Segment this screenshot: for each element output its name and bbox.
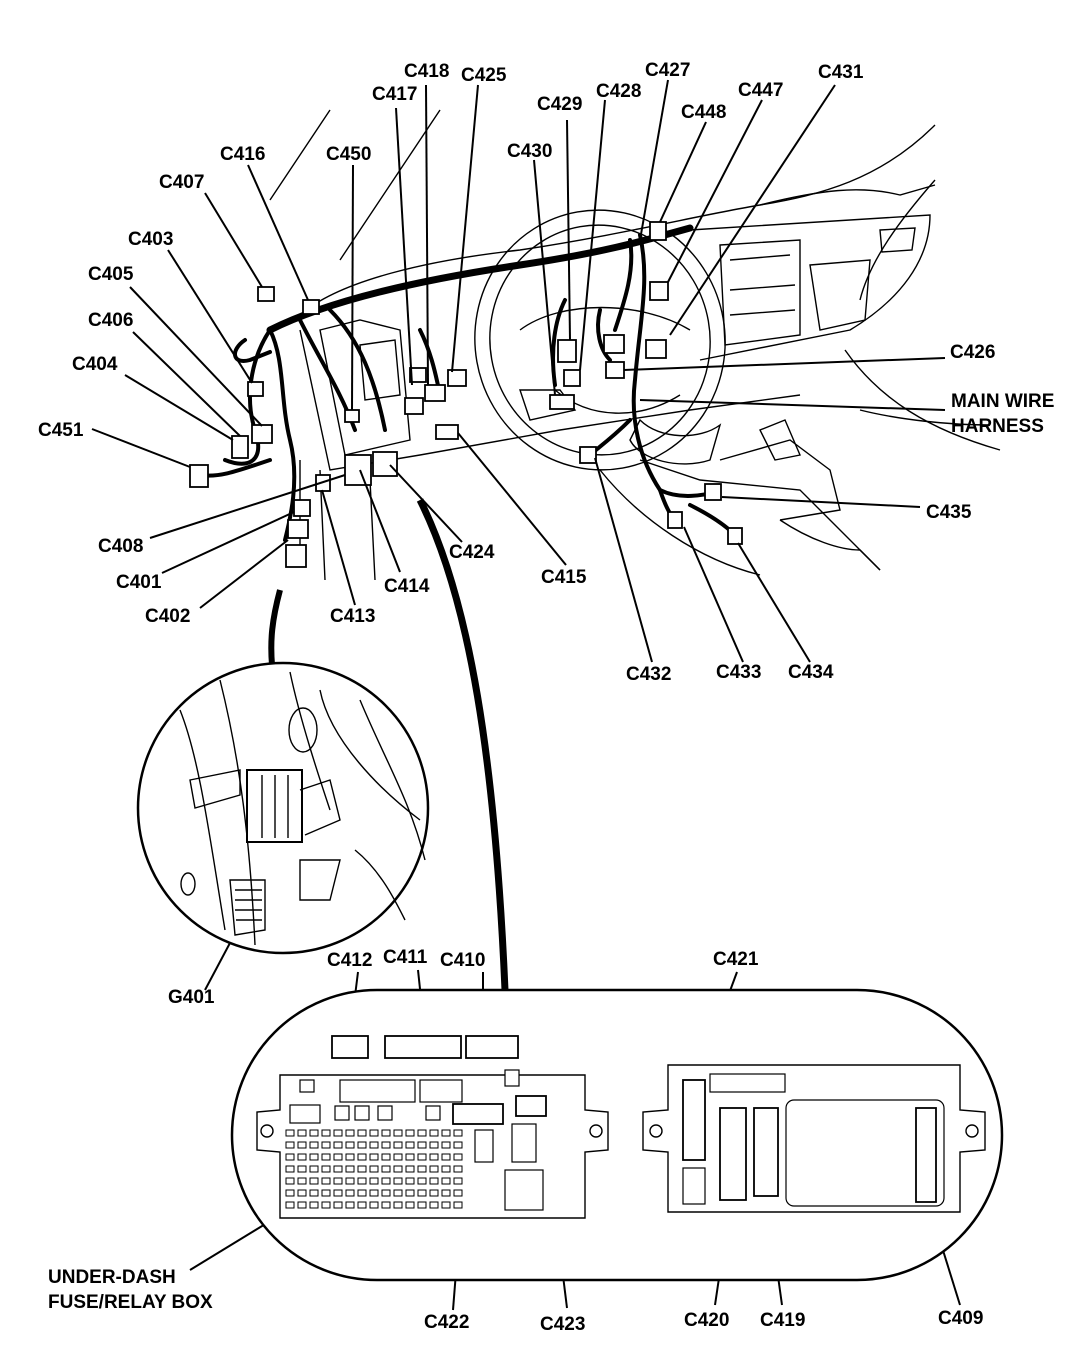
label-c411: C411: [383, 947, 428, 968]
label-c416: C416: [220, 144, 265, 165]
label-c450: C450: [326, 144, 371, 165]
dashboard-outline: [269, 109, 1001, 581]
label-c409: C409: [938, 1308, 983, 1329]
label-c426: C426: [950, 342, 995, 363]
fuse-relay-box-detail: [230, 988, 1004, 1282]
label-c430: C430: [507, 141, 552, 162]
label-c413: C413: [330, 606, 375, 627]
label-c405: C405: [88, 264, 134, 285]
label-c431: C431: [818, 62, 864, 83]
detail-callout-lines: [268, 498, 509, 991]
label-c408: C408: [98, 536, 143, 557]
main-wire-harness: [198, 224, 737, 542]
label-c412: C412: [327, 950, 372, 971]
label-c410: C410: [440, 950, 485, 971]
label-main-wire-2: HARNESS: [951, 416, 1044, 437]
label-c427: C427: [645, 60, 690, 81]
label-c424: C424: [449, 542, 495, 563]
label-c435: C435: [926, 502, 972, 523]
label-c406: C406: [88, 310, 133, 331]
label-c419: C419: [760, 1310, 805, 1331]
label-main-wire-1: MAIN WIRE: [951, 391, 1054, 412]
label-c425: C425: [461, 65, 507, 86]
label-c418: C418: [404, 61, 449, 82]
connector-labels: C418 C425 C427 C431 C417 C429 C428 C447 …: [38, 60, 1054, 1335]
g401-detail-view: [136, 661, 430, 955]
label-c407: C407: [159, 172, 204, 193]
label-c415: C415: [541, 567, 587, 588]
label-c428: C428: [596, 81, 641, 102]
label-c423: C423: [540, 1314, 585, 1335]
label-c401: C401: [116, 572, 162, 593]
label-c402: C402: [145, 606, 190, 627]
label-c432: C432: [626, 664, 671, 685]
label-c448: C448: [681, 102, 726, 123]
label-c434: C434: [788, 662, 834, 683]
label-c429: C429: [537, 94, 582, 115]
connector-bodies: [189, 221, 743, 568]
label-c403: C403: [128, 229, 173, 250]
fuse-grid: [285, 1129, 463, 1209]
label-c421: C421: [713, 949, 759, 970]
label-c414: C414: [384, 576, 430, 597]
label-fuse-box-1: UNDER-DASH: [48, 1267, 176, 1288]
label-c420: C420: [684, 1310, 729, 1331]
label-c417: C417: [372, 84, 417, 105]
label-fuse-box-2: FUSE/RELAY BOX: [48, 1292, 213, 1313]
label-g401: G401: [168, 987, 215, 1008]
label-c422: C422: [424, 1312, 469, 1333]
label-c433: C433: [716, 662, 761, 683]
label-c404: C404: [72, 354, 118, 375]
label-c451: C451: [38, 420, 84, 441]
label-c447: C447: [738, 80, 783, 101]
